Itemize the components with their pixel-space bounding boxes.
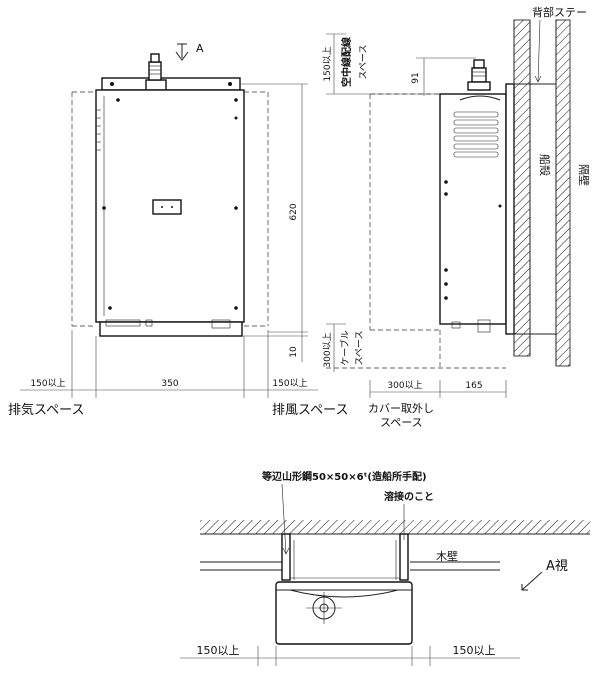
angle-steel-left [281,533,291,581]
overhead-wiring-label: 空中線配線 [340,37,353,87]
side-view: 150以上 空中線配線 スペース 91 [322,5,591,429]
ceiling-structure [200,520,590,534]
name-plate [152,199,182,215]
side-antenna-connector [467,59,491,91]
bottom-clearance-dimension: 300以上 [322,332,333,367]
cover-removal-label-2: スペース [380,416,423,429]
top-clearance-dimension: 150以上 [322,46,333,81]
depth-dimension: 165 [465,381,482,391]
cable-space-label-2: スペース [355,331,365,366]
view-a-detail: 等辺山形鋼50×50×6ᵗ(造船所手配) 溶接のこと 木壁 A視 150以上 1… [180,470,590,666]
bottom-bracket [99,321,243,337]
cable-space-label-1: ケーブル [339,330,351,365]
cover-removal-label-1: カバー取外し [368,402,434,415]
mounting-rail [505,83,515,335]
hull-label: 船殻 [538,154,552,176]
left-clearance-dimension: 150以上 [30,378,65,389]
cover-clearance-dimension: 300以上 [387,380,422,391]
width-dimension: 350 [161,379,178,389]
view-direction-arrow-icon [521,571,543,591]
vent-space-label: 排風スペース [272,403,348,418]
louvre-vents [453,95,501,158]
back-stay-label: 背部ステー [532,5,587,19]
hull-wall [513,19,531,357]
top-dimension: 91 [411,72,421,83]
overhead-space-label: スペース [359,45,369,80]
exhaust-space-label: 排気スペース [8,402,84,418]
bottom-gap-dimension: 10 [289,346,299,358]
top-mounting-bracket [101,77,241,91]
side-ribs [96,109,101,151]
unit-bottom-view [275,581,413,645]
side-cabinet [439,93,507,325]
right-clearance-dimension: 150以上 [272,378,307,389]
view-a-label: A視 [546,559,568,574]
view-arrow-label: A [196,42,204,55]
angle-steel-right [399,533,409,581]
angle-steel-label: 等辺山形鋼50×50×6ᵗ(造船所手配) [262,470,427,483]
front-view: A [8,42,348,418]
height-dimension: 620 [289,203,299,220]
view-a-right-clearance: 150以上 [453,644,496,657]
view-a-arrow-icon [175,43,189,61]
welding-label: 溶接のこと [384,490,434,503]
partition-label: 隔壁 [577,164,591,186]
partition-wall [555,19,571,367]
antenna-connector [145,53,167,91]
view-a-left-clearance: 150以上 [197,644,240,657]
wood-wall-label: 木壁 [436,549,458,563]
